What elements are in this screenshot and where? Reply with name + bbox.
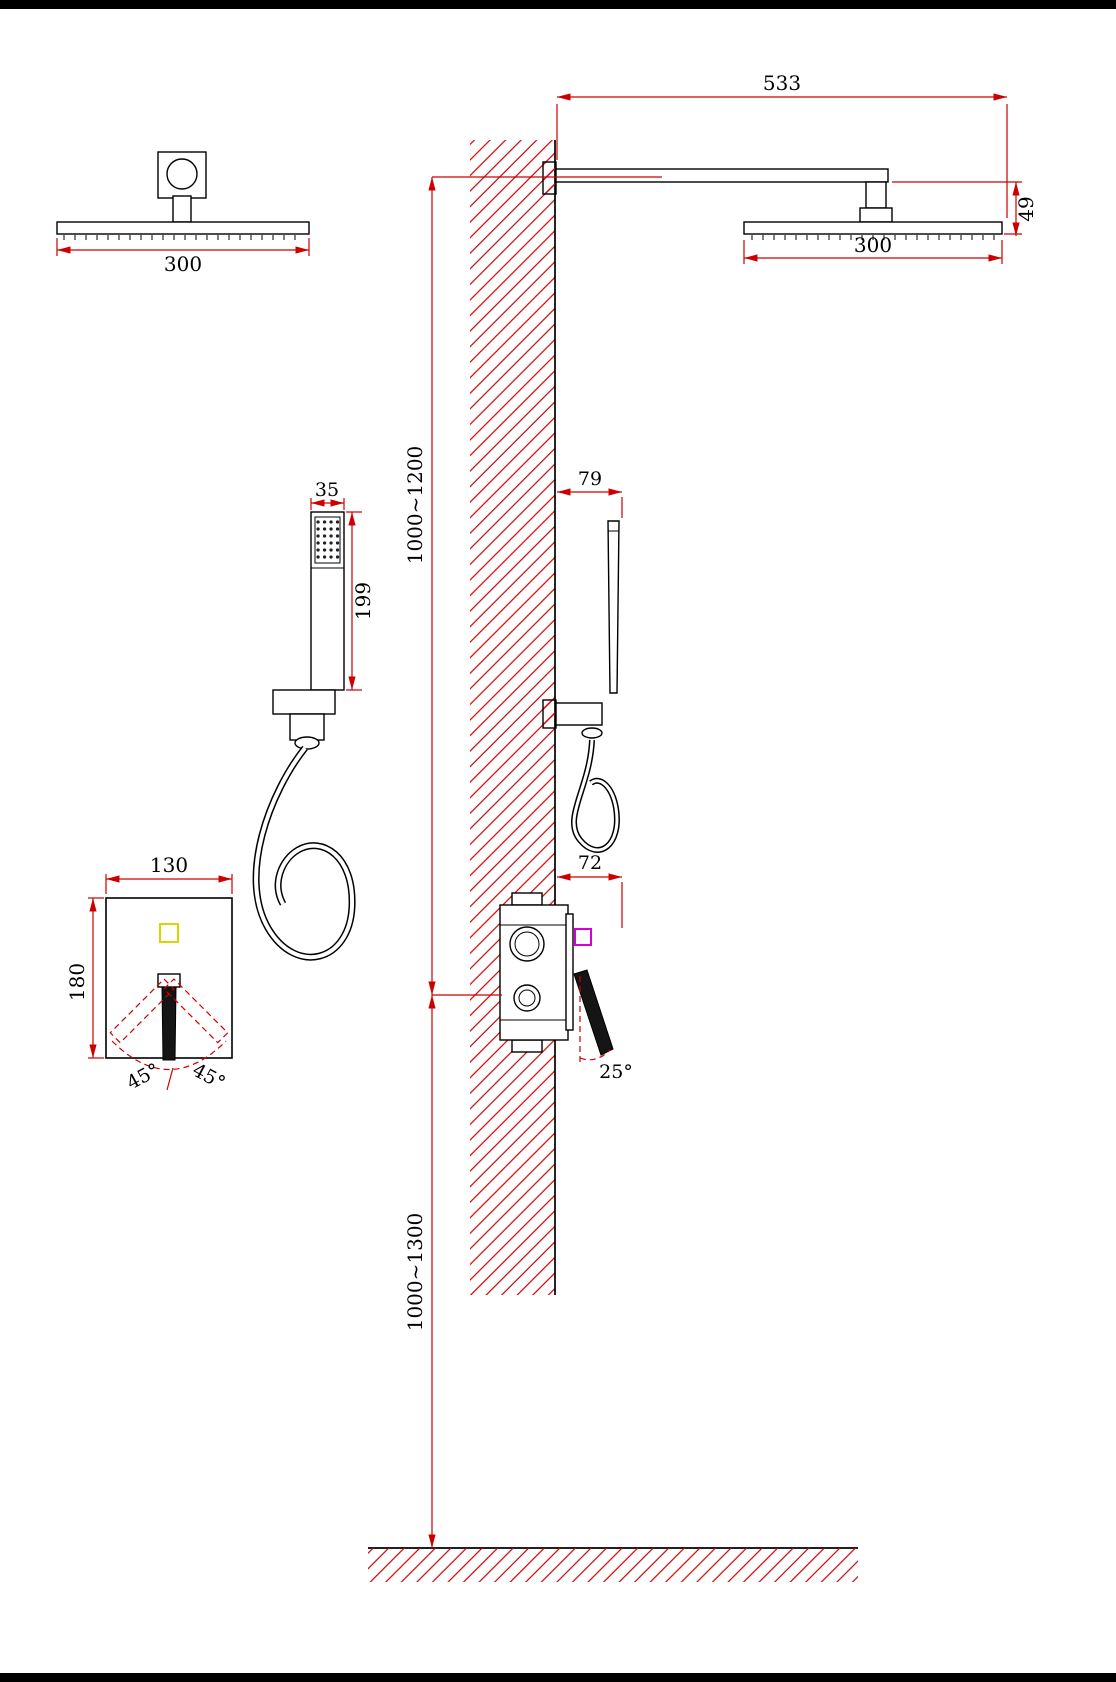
hose-outline-front [252,745,356,961]
floor-section [368,1547,858,1582]
diverter-button-side [574,928,592,946]
dim-head-width-side-label: 300 [854,233,892,257]
wall-section [470,140,556,1295]
hose-inner-front [254,746,355,960]
hand-shower-profile [607,520,620,694]
diverter-outer [513,984,541,1012]
hose-inner-side [572,739,619,852]
dim-height-upper-label: 1000~1200 [403,446,427,565]
dim-handshower-width-label: 35 [315,479,339,501]
ghost-lever-left [163,978,229,1044]
side-view-hand-shower [542,520,620,853]
mount-stem [172,195,192,223]
side-view-rain-shower [542,161,1003,240]
tilt-arc [579,1049,611,1061]
front-view-hand-shower [252,511,356,961]
swing-left-label: 45° [123,1059,163,1094]
side-view-mixer [499,892,614,1062]
floor-hatch [368,1548,858,1582]
hand-shower-body [310,511,345,691]
holder-wall-flange [542,699,557,729]
wall-hatch [470,140,555,1295]
dim-arm-length-label: 533 [763,71,801,95]
swing-arc-tick [166,1067,174,1091]
spray-face-border [314,516,341,564]
top-border [0,0,1116,9]
head-nozzles-side [751,235,995,240]
holder-bracket-front [272,689,336,715]
lever-tilt-label: 25° [599,1061,633,1083]
shower-head-front [56,221,310,235]
dim-height-lower-label: 1000~1300 [403,1213,427,1332]
front-view-mixer [105,897,233,1091]
valve-stub-bottom [511,1039,543,1053]
bottom-border [0,1673,1116,1682]
head-nozzles-front [63,235,296,240]
mixer-lever-front [161,986,177,1061]
shower-arm-side [555,168,889,183]
dimensions: 533 49 300 300 35 199 79 130 [56,71,1038,1548]
handle-base-front [157,973,181,988]
hose-nut-front [294,736,320,750]
dim-valve-width-label: 130 [150,853,188,877]
arm-wall-flange [542,161,557,195]
mixer-lever-side [573,969,614,1056]
spray-nozzle-dots [316,520,340,559]
front-view-rain-shower [56,151,310,240]
diverter-inner [518,989,536,1007]
lever-swing-right-ghost [109,978,175,1044]
lever-swing-left-ghost [163,978,229,1044]
shower-head-side [743,221,1003,235]
dim-handshower-depth-label: 79 [578,468,602,490]
ghost-lever-right [109,978,175,1044]
cartridge-inner [514,931,540,957]
hose-nut-side [581,727,603,739]
swing-right-label: 45° [189,1059,229,1094]
valve-body [499,904,569,1041]
holder-cup-front [289,713,325,741]
valve-stub-top [511,892,543,906]
swing-arc [111,1040,227,1070]
diverter-button [159,923,179,943]
dim-handshower-length-label: 199 [351,582,375,620]
dim-valve-depth-label: 72 [578,852,602,874]
dim-valve-height-label: 180 [65,963,89,1001]
dim-head-drop-label: 49 [1014,196,1038,221]
head-joint [859,207,893,223]
holder-arm-side [555,702,603,726]
mount-ball-joint [166,158,198,190]
dim-head-width-front-label: 300 [164,252,202,276]
trim-plate-side [565,913,574,1031]
arm-elbow [865,181,887,209]
